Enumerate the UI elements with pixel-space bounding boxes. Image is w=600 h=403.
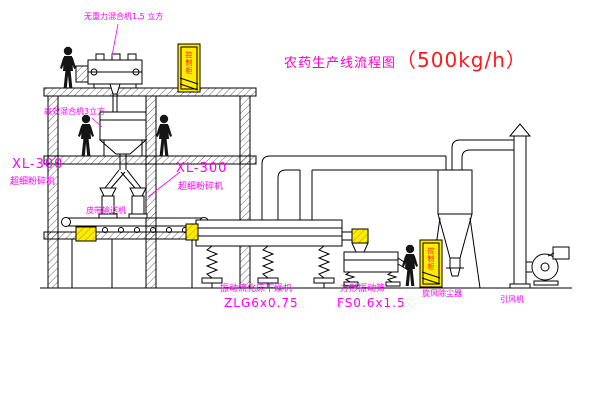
exhaust-stack — [508, 123, 532, 289]
fan-label: 引风机 — [500, 295, 524, 304]
worker-figure — [60, 46, 76, 88]
fluid-bed-dryer — [185, 219, 343, 288]
leader-lines — [91, 23, 181, 198]
worker-figure — [402, 244, 418, 286]
control-cabinet-right — [419, 239, 443, 288]
cyclone-separator — [429, 139, 514, 289]
dryer-name-label: 振动流化床干燥机 — [220, 284, 293, 294]
cabinet-right-text: 控制柜 — [427, 247, 435, 271]
worker-figure — [78, 114, 94, 156]
efficient-mixer — [98, 111, 148, 170]
mill-center-name-label: 超细粉碎机 — [178, 182, 224, 192]
control-cabinet-top — [177, 43, 201, 93]
screen-name-label: 方形振动筛 — [340, 284, 386, 294]
belt-conveyor-label: 皮带输送机 — [86, 206, 126, 215]
vibrating-screen — [342, 228, 411, 287]
y-chute — [104, 169, 142, 189]
gravity-mixer-label: 无重力混合机1.5 立方 — [84, 12, 164, 21]
worker-figure — [156, 114, 172, 156]
cabinet-top-text: 控制柜 — [185, 51, 193, 75]
title-capacity-text: （500kg/h） — [396, 48, 527, 72]
pulverizer-units — [98, 187, 148, 219]
dryer-model-label: ZLG6x0.75 — [224, 296, 299, 310]
induced-draft-fan — [526, 246, 570, 286]
mill-left-name-label: 超细粉碎机 — [10, 177, 56, 187]
cyclone-label: 旋风除尘器 — [422, 289, 462, 298]
diagram-title: 农药生产线流程图 （500kg/h） — [284, 44, 527, 73]
exhaust-duct — [261, 155, 447, 220]
mill-center-model-label: XL-300 — [176, 161, 228, 176]
screen-model-label: FS0.6x1.5 — [337, 296, 406, 310]
gravity-mixer — [75, 53, 143, 112]
mill-left-model-label: XL-300 — [12, 157, 64, 172]
title-main-text: 农药生产线流程图 — [284, 56, 397, 71]
efficient-mixer-label: 高效混合机3立方 — [44, 107, 106, 116]
